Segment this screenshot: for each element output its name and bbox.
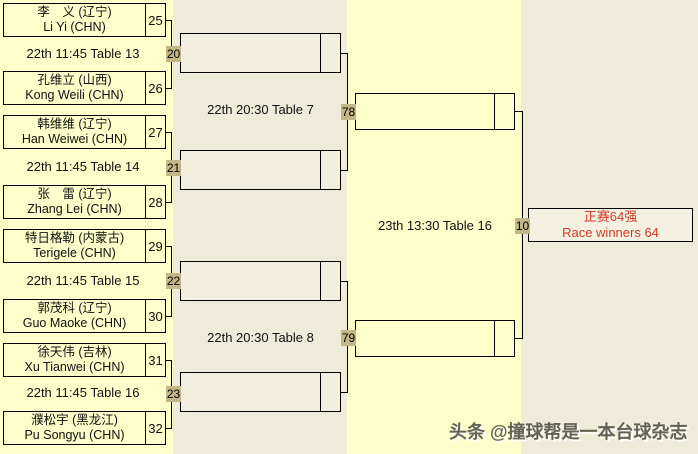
connector-line bbox=[341, 170, 347, 171]
player-name: 张 雷 (辽宁) Zhang Lei (CHN) bbox=[4, 186, 146, 218]
background-band-center bbox=[347, 0, 521, 454]
player-name-en: Han Weiwei (CHN) bbox=[21, 132, 128, 146]
match-tag: 22 bbox=[166, 273, 181, 289]
player-name: 韩维维 (辽宁) Han Weiwei (CHN) bbox=[4, 116, 146, 148]
player-name-en: Pu Songyu (CHN) bbox=[24, 428, 125, 442]
player-name: 濮松宇 (黑龙江) Pu Songyu (CHN) bbox=[4, 412, 146, 444]
match-tag: 23 bbox=[166, 386, 181, 402]
player-name-cn: 张 雷 (辽宁) bbox=[37, 187, 112, 201]
connector-line bbox=[166, 360, 171, 361]
winner-box bbox=[180, 261, 341, 301]
connector-line bbox=[166, 88, 171, 89]
player-name: 孔维立 (山西) Kong Weili (CHN) bbox=[4, 72, 146, 104]
player-box: 李 义 (辽宁) Li Yi (CHN) 25 bbox=[3, 3, 166, 37]
match-label: 22th 11:45 Table 15 bbox=[26, 273, 140, 288]
player-name: 特日格勒 (内蒙古) Terigele (CHN) bbox=[4, 230, 146, 262]
player-name-en: Li Yi (CHN) bbox=[43, 20, 106, 34]
winner-name-cell bbox=[181, 262, 321, 300]
winner-box bbox=[180, 33, 341, 73]
winner-name-cell bbox=[181, 151, 321, 189]
connector-line bbox=[166, 428, 171, 429]
score-cell bbox=[321, 151, 340, 189]
score-cell bbox=[495, 94, 514, 129]
connector-line bbox=[341, 53, 347, 54]
player-box: 特日格勒 (内蒙古) Terigele (CHN) 29 bbox=[3, 229, 166, 263]
connector-line bbox=[166, 132, 171, 133]
player-box: 濮松宇 (黑龙江) Pu Songyu (CHN) 32 bbox=[3, 411, 166, 445]
player-seed: 32 bbox=[148, 420, 163, 436]
match-label: 22th 11:45 Table 14 bbox=[26, 159, 140, 174]
winner-name-cell bbox=[181, 373, 321, 411]
match-tag: 78 bbox=[341, 104, 356, 120]
player-box: 郭茂科 (辽宁) Guo Maoke (CHN) 30 bbox=[3, 299, 166, 333]
player-name-cn: 濮松宇 (黑龙江) bbox=[31, 413, 118, 427]
player-name-en: Kong Weili (CHN) bbox=[25, 88, 124, 102]
winner-box bbox=[355, 93, 515, 130]
player-seed: 28 bbox=[148, 194, 163, 210]
connector-line bbox=[166, 246, 171, 247]
connector-line bbox=[515, 111, 522, 112]
connector-line bbox=[515, 338, 522, 339]
player-name: 郭茂科 (辽宁) Guo Maoke (CHN) bbox=[4, 300, 146, 332]
player-name-cn: 韩维维 (辽宁) bbox=[37, 117, 112, 131]
score-cell bbox=[321, 373, 340, 411]
connector-line bbox=[166, 20, 171, 21]
winner-name-cell bbox=[356, 321, 495, 356]
winner-name-cell bbox=[356, 94, 495, 129]
player-name: 李 义 (辽宁) Li Yi (CHN) bbox=[4, 4, 146, 36]
connector-line bbox=[341, 392, 347, 393]
player-box: 徐天伟 (吉林) Xu Tianwei (CHN) 31 bbox=[3, 343, 166, 377]
connector-line bbox=[166, 202, 171, 203]
connector-line bbox=[166, 316, 171, 317]
match-tag: 20 bbox=[166, 46, 181, 62]
match-tag: 79 bbox=[341, 330, 356, 346]
match-label: 22th 20:30 Table 7 bbox=[207, 102, 314, 117]
winner-box bbox=[355, 320, 515, 357]
score-cell bbox=[321, 34, 340, 72]
match-label: 22th 11:45 Table 16 bbox=[26, 385, 140, 400]
player-name-cn: 郭茂科 (辽宁) bbox=[37, 301, 112, 315]
score-cell bbox=[495, 321, 514, 356]
match-label: 22th 20:30 Table 8 bbox=[207, 330, 314, 345]
watermark: 头条 @撞球帮是一本台球杂志 bbox=[449, 422, 688, 442]
player-seed: 31 bbox=[148, 352, 163, 368]
winner-name-cell bbox=[181, 34, 321, 72]
player-seed: 30 bbox=[148, 308, 163, 324]
stage-note-en: Race winners 64 bbox=[562, 225, 659, 240]
player-name-en: Zhang Lei (CHN) bbox=[27, 202, 122, 216]
player-name-en: Xu Tianwei (CHN) bbox=[24, 360, 125, 374]
match-label: 23th 13:30 Table 16 bbox=[378, 218, 492, 233]
player-name-cn: 特日格勒 (内蒙古) bbox=[24, 231, 125, 245]
winner-box bbox=[180, 150, 341, 190]
player-box: 张 雷 (辽宁) Zhang Lei (CHN) 28 bbox=[3, 185, 166, 219]
player-name-cn: 李 义 (辽宁) bbox=[37, 5, 112, 19]
player-name: 徐天伟 (吉林) Xu Tianwei (CHN) bbox=[4, 344, 146, 376]
winner-box bbox=[180, 372, 341, 412]
match-tag: 21 bbox=[166, 160, 181, 176]
match-label: 22th 11:45 Table 13 bbox=[26, 46, 140, 61]
player-name-en: Terigele (CHN) bbox=[33, 246, 116, 260]
player-box: 孔维立 (山西) Kong Weili (CHN) 26 bbox=[3, 71, 166, 105]
player-seed: 29 bbox=[148, 238, 163, 254]
player-seed: 27 bbox=[148, 124, 163, 140]
match-tag: 10 bbox=[515, 218, 530, 234]
player-seed: 26 bbox=[148, 80, 163, 96]
player-name-cn: 孔维立 (山西) bbox=[37, 73, 112, 87]
player-name-en: Guo Maoke (CHN) bbox=[22, 316, 127, 330]
stage-note-cn: 正赛64强 bbox=[583, 209, 638, 224]
stage-note-box: 正赛64强 Race winners 64 bbox=[528, 208, 693, 242]
player-name-cn: 徐天伟 (吉林) bbox=[37, 345, 112, 359]
player-box: 韩维维 (辽宁) Han Weiwei (CHN) 27 bbox=[3, 115, 166, 149]
player-seed: 25 bbox=[148, 12, 163, 28]
score-cell bbox=[321, 262, 340, 300]
connector-line bbox=[341, 281, 347, 282]
